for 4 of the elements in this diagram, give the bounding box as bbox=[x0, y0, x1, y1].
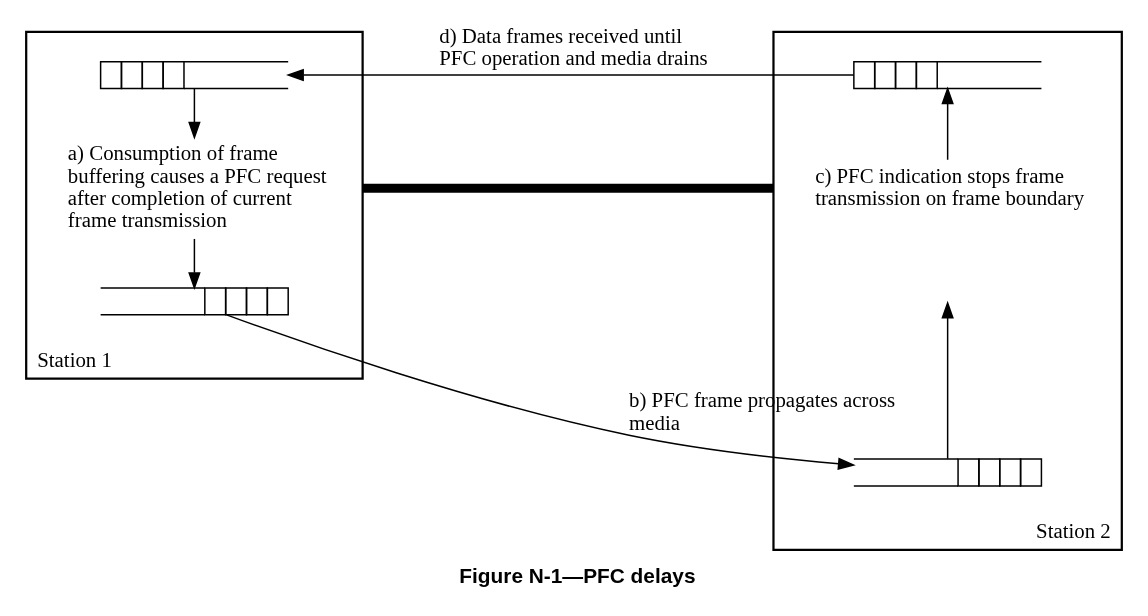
edge-label: d) Data frames received until PFC operation and media drains bbox=[439, 23, 708, 70]
node-text: a) Consumption of frame buffering causes a PFC request after completion of current frame transmission bbox=[67, 141, 327, 233]
caption: Figure N-1—PFC delays bbox=[459, 563, 696, 587]
node-text: c) PFC indication stops frame transmission on frame boundary bbox=[815, 163, 1085, 210]
